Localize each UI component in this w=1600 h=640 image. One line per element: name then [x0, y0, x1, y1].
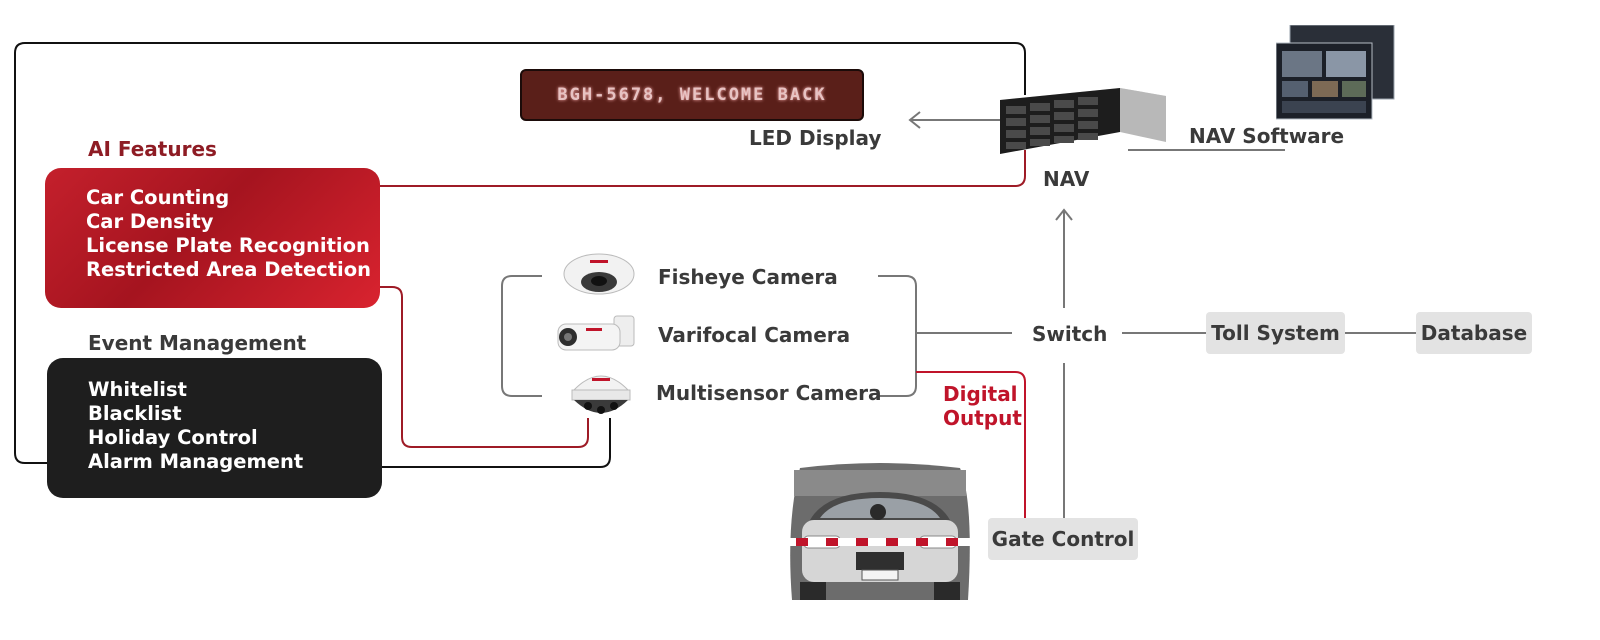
digital-output-line	[916, 371, 1026, 518]
varifocal-camera-icon	[557, 315, 635, 351]
database-box: Database	[1416, 312, 1532, 354]
car-gate-illustration	[786, 463, 974, 600]
nav-server-icon	[1000, 88, 1166, 154]
fisheye-camera-icon	[563, 253, 635, 295]
event-management-card: Whitelist Blacklist Holiday Control Alar…	[47, 358, 382, 498]
led-display-label: LED Display	[749, 126, 882, 150]
camera-left-bracket	[501, 275, 542, 397]
event-to-camera-line	[382, 418, 611, 468]
event-to-nav-line	[14, 42, 1026, 464]
ai-feature-item: Restricted Area Detection	[86, 258, 372, 281]
event-management-heading: Event Management	[88, 331, 307, 355]
ai-feature-item: Car Counting	[86, 186, 230, 209]
switch-label: Switch	[1032, 322, 1108, 346]
multisensor-camera-icon	[571, 375, 631, 414]
event-item: Blacklist	[88, 402, 182, 425]
ai-feature-item: License Plate Recognition	[86, 234, 370, 257]
ai-features-card: Car Counting Car Density License Plate R…	[45, 168, 380, 308]
nav-to-led-arrow	[908, 111, 1003, 129]
nav-label: NAV	[1043, 167, 1090, 191]
gate-control-box: Gate Control	[988, 518, 1138, 560]
ai-to-camera-line	[380, 286, 589, 448]
ai-features-heading: AI Features	[88, 137, 217, 161]
event-item: Holiday Control	[88, 426, 258, 449]
ai-feature-item: Car Density	[86, 210, 214, 233]
toll-system-box: Toll System	[1206, 312, 1345, 354]
camera-label: Multisensor Camera	[656, 381, 882, 405]
camera-label: Varifocal Camera	[658, 323, 851, 347]
event-item: Whitelist	[88, 378, 187, 401]
led-display-panel: BGH-5678, WELCOME BACK	[520, 69, 864, 121]
switch-to-nav-arrow	[1055, 208, 1073, 308]
event-item: Alarm Management	[88, 450, 304, 473]
digital-output-label: Digital Output	[943, 382, 1022, 430]
led-message: BGH-5678, WELCOME BACK	[557, 85, 827, 105]
nav-software-label: NAV Software	[1189, 124, 1345, 148]
camera-label: Fisheye Camera	[658, 265, 838, 289]
ai-to-nav-line	[380, 150, 1026, 187]
camera-right-bracket	[878, 275, 1012, 397]
nav-software-screen-icon	[1276, 25, 1395, 120]
